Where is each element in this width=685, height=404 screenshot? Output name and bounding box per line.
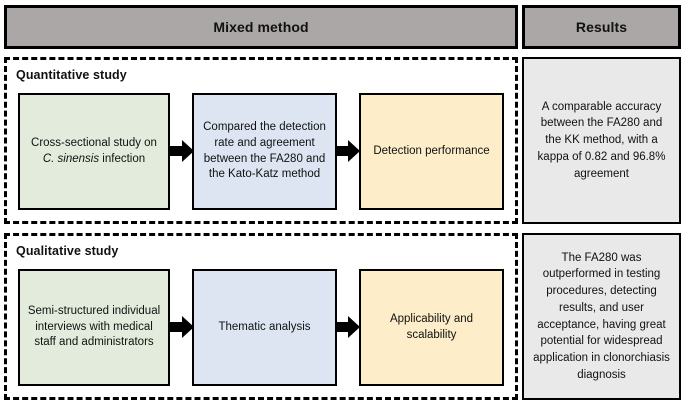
step-box-cross-sectional-study-text: Cross-sectional study on C. sinensis inf… [31,136,157,165]
label-qualitative-study: Qualitative study [16,244,119,258]
step-box-thematic-analysis-text: Thematic analysis [218,320,311,333]
header-mixed-method: Mixed method [4,5,518,49]
arrow-right-icon [336,316,360,338]
step-box-applicability-scalability: Applicability and scalability [359,269,504,386]
step-box-semi-structured-interviews: Semi-structured individual interviews wi… [18,269,170,386]
step-box-semi-structured-interviews-text: Semi-structured individual interviews wi… [27,305,161,349]
arrow-right-icon [170,140,194,162]
step-box-compared-detection-rate-text: Compared the detection rate and agreemen… [203,121,326,181]
step-box-cross-sectional-study: Cross-sectional study on C. sinensis inf… [18,93,170,210]
arrow-right-icon [170,316,194,338]
label-quantitative-study: Quantitative study [16,68,127,82]
result-box-qualitative: The FA280 was outperformed in testing pr… [522,233,681,400]
arrow-right-icon [336,140,360,162]
header-results-label: Results [575,19,628,35]
header-mixed-method-label: Mixed method [213,19,309,35]
step-box-detection-performance-text: Detection performance [373,144,490,157]
step-box-compared-detection-rate: Compared the detection rate and agreemen… [192,93,337,210]
result-box-quantitative: A comparable accuracy between the FA280 … [522,57,681,224]
step-box-thematic-analysis: Thematic analysis [192,269,337,386]
result-box-quantitative-text: A comparable accuracy between the FA280 … [537,100,666,180]
result-box-qualitative-text: The FA280 was outperformed in testing pr… [533,251,670,381]
step-box-applicability-scalability-text: Applicability and scalability [389,312,474,341]
step-box-detection-performance: Detection performance [359,93,504,210]
header-results: Results [522,5,681,49]
